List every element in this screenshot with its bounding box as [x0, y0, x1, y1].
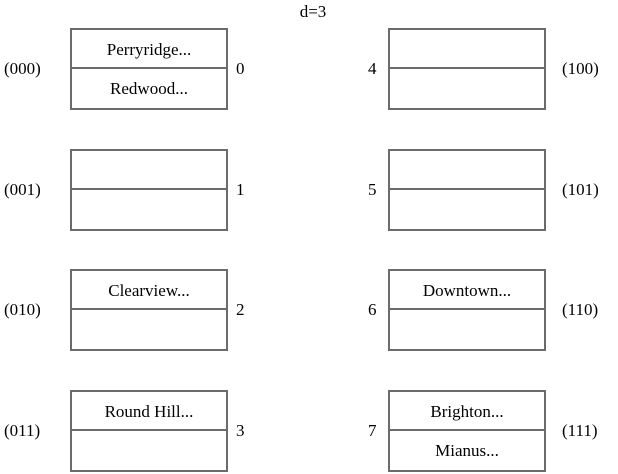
bucket-slot	[390, 190, 544, 229]
bucket-binary-label-001: (001)	[4, 180, 41, 199]
bucket-index-label-6: 6	[368, 300, 377, 319]
bucket-binary-label-111: (111)	[562, 421, 598, 440]
bucket-binary-label-000: (000)	[4, 59, 41, 78]
bucket-box-0[interactable]: Perryridge... Redwood...	[70, 28, 228, 110]
bucket-slot	[390, 151, 544, 190]
bucket-box-7[interactable]: Brighton... Mianus...	[388, 390, 546, 472]
bucket-index-label-4: 4	[368, 59, 377, 78]
bucket-binary-label-110: (110)	[562, 300, 599, 319]
bucket-index-label-2: 2	[236, 300, 245, 319]
diagram-title: d=3	[299, 2, 327, 21]
bucket-slot	[72, 431, 226, 470]
bucket-slot: Brighton...	[390, 392, 544, 431]
bucket-binary-label-010: (010)	[4, 300, 41, 319]
bucket-binary-label-100: (100)	[562, 59, 599, 78]
bucket-box-3[interactable]: Round Hill...	[70, 390, 228, 472]
bucket-box-2[interactable]: Clearview...	[70, 269, 228, 351]
bucket-index-label-5: 5	[368, 180, 377, 199]
bucket-binary-label-011: (011)	[4, 421, 41, 440]
bucket-slot: Round Hill...	[72, 392, 226, 431]
bucket-slot	[390, 69, 544, 108]
bucket-box-5[interactable]	[388, 149, 546, 231]
bucket-slot	[72, 151, 226, 190]
bucket-index-label-3: 3	[236, 421, 245, 440]
bucket-box-1[interactable]	[70, 149, 228, 231]
bucket-index-label-1: 1	[236, 180, 245, 199]
bucket-box-6[interactable]: Downtown...	[388, 269, 546, 351]
bucket-slot: Downtown...	[390, 271, 544, 310]
bucket-slot	[390, 310, 544, 349]
bucket-slot	[390, 30, 544, 69]
bucket-binary-label-101: (101)	[562, 180, 599, 199]
bucket-slot: Mianus...	[435, 441, 499, 460]
bucket-box-4[interactable]	[388, 28, 546, 110]
bucket-index-label-7: 7	[368, 421, 377, 440]
bucket-slot: Perryridge...	[72, 30, 226, 69]
bucket-slot	[72, 190, 226, 229]
bucket-index-label-0: 0	[236, 59, 245, 78]
bucket-slot	[72, 310, 226, 349]
bucket-slot: Clearview...	[72, 271, 226, 310]
bucket-slot: Redwood...	[110, 79, 188, 98]
